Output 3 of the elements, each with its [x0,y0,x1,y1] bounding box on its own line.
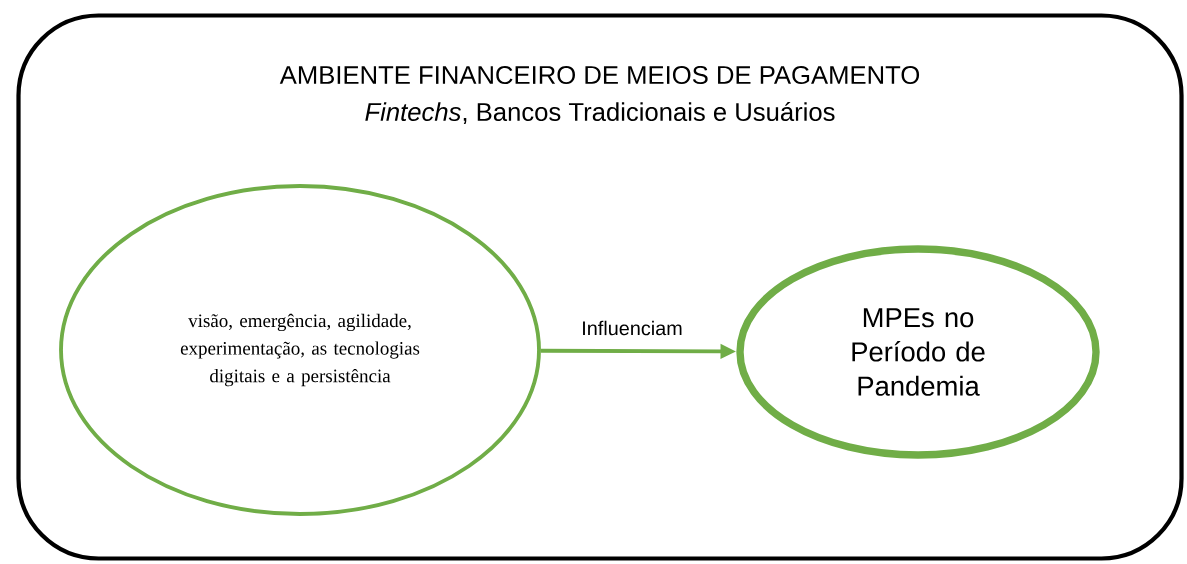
edge-label: Influenciam [583,320,682,336]
heading: AMBIENTE FINANCEIRO DE MEIOS DE PAGAMENTO [279,65,920,85]
heading: Fintechs, Bancos Tradicionais e Usuários [365,101,835,125]
